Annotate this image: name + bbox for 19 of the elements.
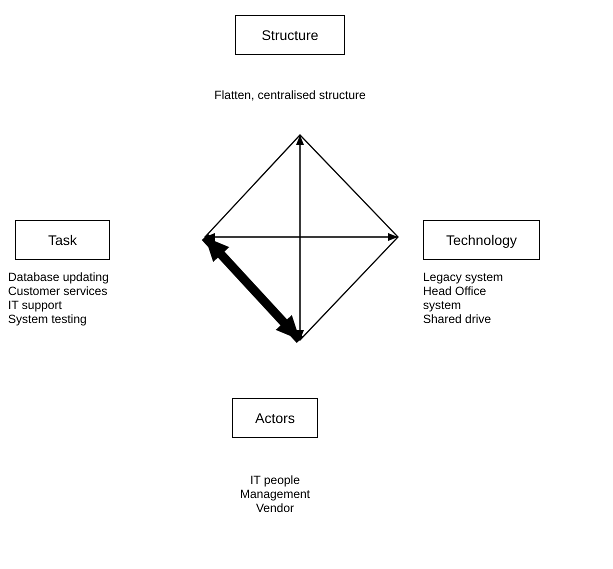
annotation-text: Customer services xyxy=(8,284,108,298)
annotation-text: IT people xyxy=(250,473,300,487)
box-label: Structure xyxy=(262,27,318,43)
concept-box xyxy=(235,15,345,55)
annotation-text: Head Office system xyxy=(423,284,486,312)
box-label: Technology xyxy=(446,232,517,248)
annotation-text: System testing xyxy=(8,312,87,326)
concept-box xyxy=(232,398,318,438)
annotation-text: Database updating xyxy=(8,270,109,284)
concept-box xyxy=(15,220,110,260)
concept-box xyxy=(423,220,540,260)
annotation-text: Vendor xyxy=(256,501,294,515)
annotation-text: Management xyxy=(240,487,310,501)
annotation-text: Flatten, centralised structure xyxy=(214,88,366,102)
box-label: Actors xyxy=(255,410,295,426)
annotation-text: Legacy system xyxy=(423,270,504,284)
annotation-text: IT support xyxy=(8,298,62,312)
annotation-text: Shared drive xyxy=(423,312,492,326)
box-label: Task xyxy=(48,232,77,248)
